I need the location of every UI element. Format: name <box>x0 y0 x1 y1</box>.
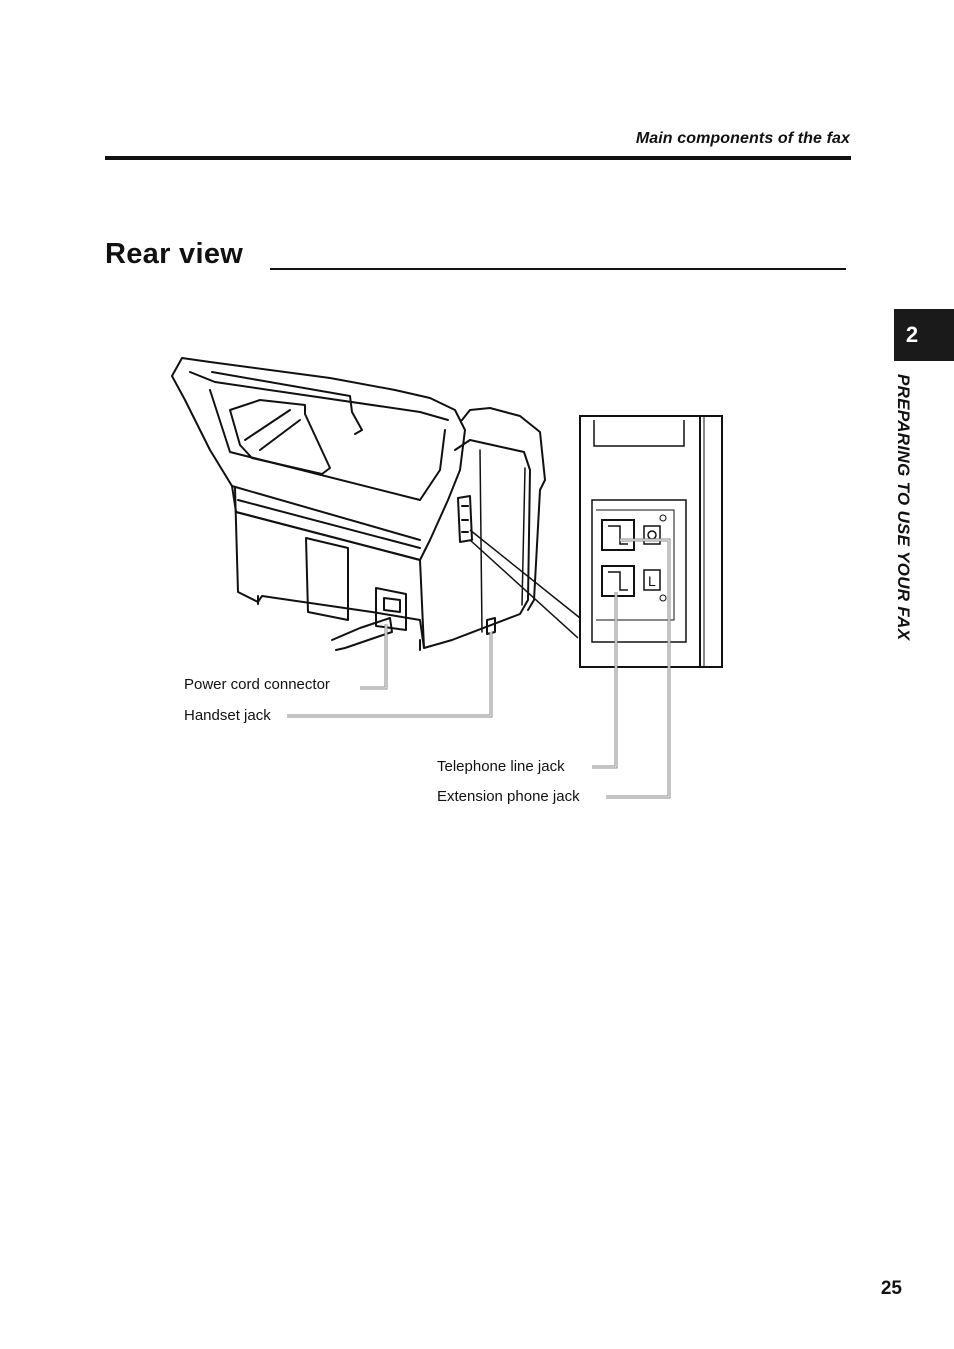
running-header: Main components of the fax <box>635 130 850 147</box>
line-label: L <box>648 573 656 589</box>
power-cord <box>331 617 393 651</box>
side-panel <box>461 407 546 611</box>
document-tray <box>171 357 466 561</box>
title-rule <box>270 268 846 270</box>
section-title: Rear view <box>105 238 244 270</box>
leader-handset <box>287 632 493 718</box>
callout-telephone-line-jack: Telephone line jack <box>437 758 565 775</box>
callout-extension-phone-jack: Extension phone jack <box>437 788 580 805</box>
phone-icon <box>647 530 657 540</box>
leader-telephone-line <box>592 592 618 769</box>
fax-body <box>234 439 531 649</box>
page-number: 25 <box>880 1278 902 1299</box>
handset-port <box>486 617 496 635</box>
header-rule <box>105 156 851 160</box>
telephone-line-jack <box>601 565 635 597</box>
extension-jack <box>601 519 635 551</box>
chapter-number: 2 <box>905 322 919 347</box>
chapter-tab: 2 <box>894 309 954 361</box>
jack-panel-detail <box>579 415 723 668</box>
callout-handset-jack: Handset jack <box>184 707 271 724</box>
leader-power-cord <box>360 624 388 690</box>
callout-power-cord-connector: Power cord connector <box>184 676 330 693</box>
chapter-caption: PREPARING TO USE YOUR FAX <box>894 374 913 641</box>
line-label-box <box>643 569 661 591</box>
power-connector-housing <box>375 587 407 631</box>
